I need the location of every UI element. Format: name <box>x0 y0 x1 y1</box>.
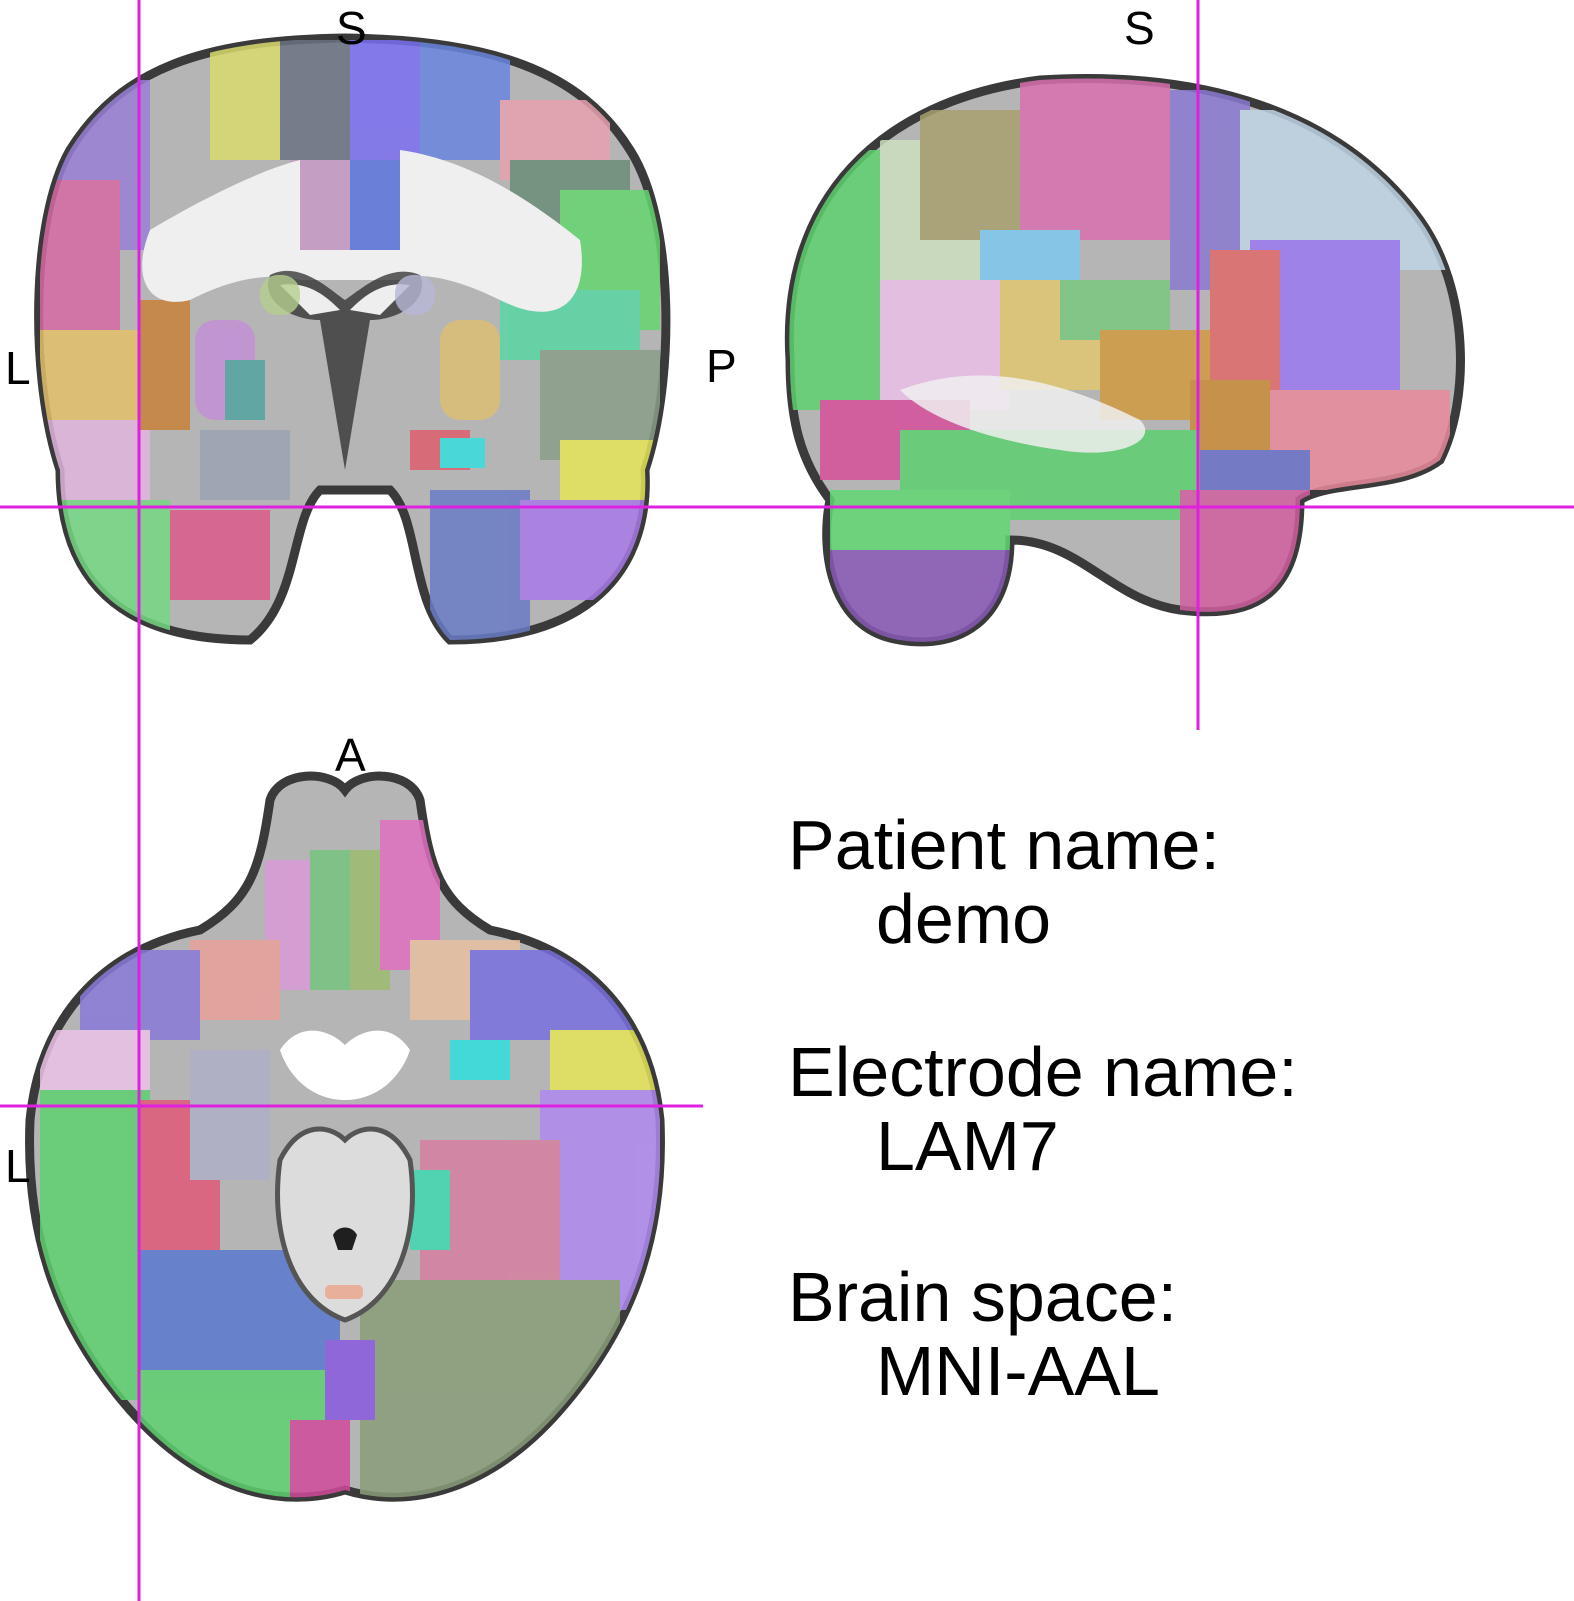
axial-view <box>25 771 665 1502</box>
brain-space-value: MNI-AAL <box>876 1332 1160 1410</box>
coronal-view <box>34 33 671 645</box>
coronal-label-superior: S <box>336 2 367 54</box>
patient-name-value: demo <box>876 880 1052 958</box>
ventricles <box>268 270 422 470</box>
patient-name-label: Patient name: <box>788 806 1220 884</box>
electrode-info: Electrode name: LAM7 <box>788 1037 1298 1181</box>
axial-label-left: L <box>5 1140 31 1192</box>
sagittal-view <box>784 74 1465 647</box>
electrode-name-label: Electrode name: <box>788 1033 1298 1111</box>
brain-space-info: Brain space: MNI-AAL <box>788 1262 1177 1406</box>
sagittal-label-superior: S <box>1124 2 1155 54</box>
white-matter <box>142 150 582 312</box>
brain-space-label: Brain space: <box>788 1258 1178 1336</box>
patient-info: Patient name: demo <box>788 810 1220 954</box>
axial-cistern <box>280 1030 410 1100</box>
axial-label-anterior: A <box>335 729 366 781</box>
brainstem <box>275 1126 415 1323</box>
electrode-name-value: LAM7 <box>876 1107 1059 1185</box>
sag-white <box>900 375 1146 453</box>
coronal-label-left: L <box>5 342 31 394</box>
coronal-label-right: P <box>706 340 737 392</box>
